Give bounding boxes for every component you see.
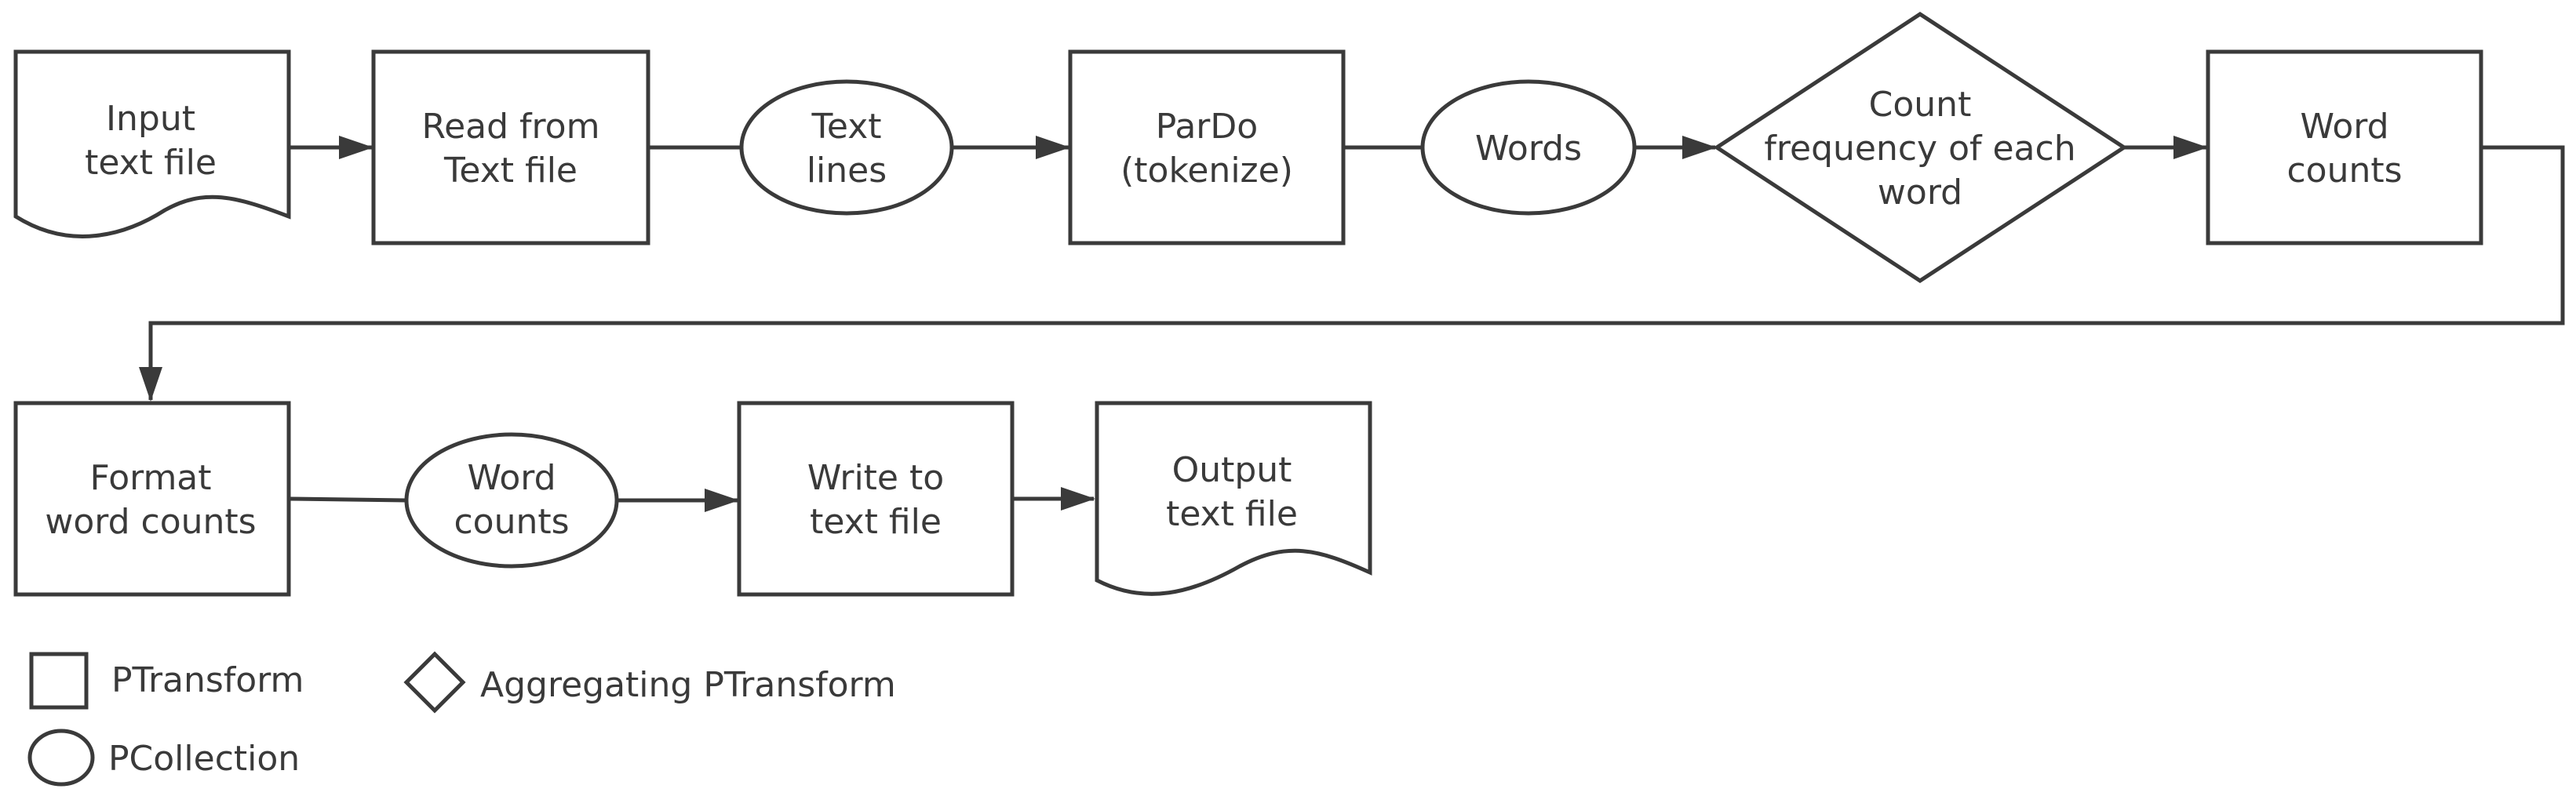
node-label-line1: Output [1172,450,1292,490]
node-write-to-text-file: Write to text file [737,401,1015,597]
document-shape [1095,401,1372,596]
node-input-text-file: Input text file [13,49,291,238]
node-label-line1: Words [1475,129,1582,169]
aggregating-diamond [1713,12,2128,283]
node-label-line2: text file [810,502,942,542]
ellipse-icon [27,729,95,787]
node-label-line1: Word [2300,107,2388,147]
node-label-line2: (tokenize) [1120,151,1293,191]
ptransform-box [1068,49,1346,245]
node-text-lines: Text lines [739,79,954,216]
node-label-line3: word [1878,173,1962,213]
legend-ptransform: PTransform [29,652,304,710]
node-label-line1: Count [1869,85,1972,125]
ptransform-box [371,49,650,245]
node-label-line2: frequency of each [1764,129,2075,169]
node-count-frequency: Count frequency of each word [1713,12,2128,283]
ptransform-box [737,401,1015,597]
node-read-from-text-file: Read from Text file [371,49,650,245]
node-label-line2: Text file [443,151,578,191]
legend-aggregating-ptransform: Aggregating PTransform [403,651,896,714]
diamond-icon [403,651,466,714]
ptransform-box [2206,49,2483,245]
node-label-line1: Format [89,458,211,498]
legend-pcollection: PCollection [27,729,300,787]
legend-pcollection-label: PCollection [108,739,300,779]
edge-wordcounts-to-format [139,145,2565,402]
edge-format-to-wordcounts2 [288,496,407,503]
node-word-counts: Word counts [2206,49,2483,245]
legend: PTransform Aggregating PTransform PColle… [27,651,896,787]
node-label-line1: Input [106,99,195,139]
node-label-line2: text file [85,143,217,183]
node-format-word-counts: Format word counts [13,401,291,597]
node-word-counts-2: Word counts [404,432,619,569]
node-label-line2: lines [807,151,887,191]
ptransform-box [13,401,291,597]
node-label-line1: ParDo [1156,107,1258,147]
pcollection-ellipse [739,79,954,216]
node-output-text-file: Output text file [1095,401,1372,596]
pcollection-ellipse [404,432,619,569]
node-label-line1: Word [467,458,556,498]
node-label-line1: Write to [807,458,944,498]
node-pardo-tokenize: ParDo (tokenize) [1068,49,1346,245]
node-words: Words [1420,79,1637,216]
legend-aggregating-label: Aggregating PTransform [480,665,896,705]
node-label-line2: counts [454,502,569,542]
node-label-line2: counts [2286,151,2402,191]
legend-ptransform-label: PTransform [111,660,304,700]
pcollection-ellipse [1420,79,1637,216]
node-label-line1: Read from [422,107,600,147]
node-label-line2: word counts [45,502,256,542]
node-label-line2: text file [1166,494,1298,534]
document-shape [13,49,291,238]
square-icon [29,652,89,710]
node-label-line1: Text [811,107,882,147]
